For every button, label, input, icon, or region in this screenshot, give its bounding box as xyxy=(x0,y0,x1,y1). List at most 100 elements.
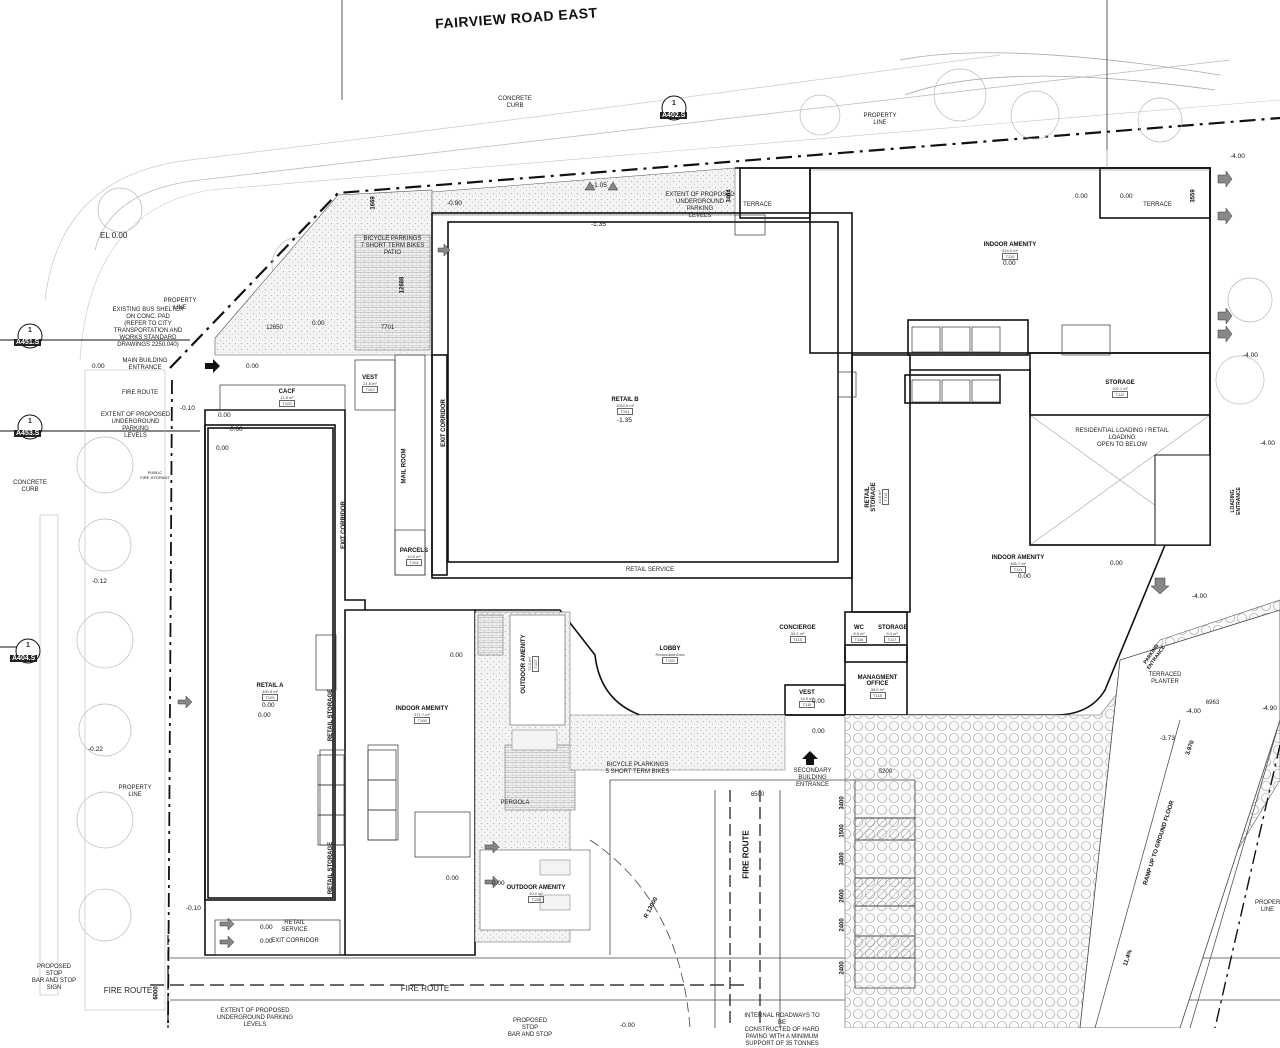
spot-elevation: -0.10 xyxy=(180,405,195,412)
room-retail-storage-v[interactable]: RETAIL STORAGE 43.6 m² T113 xyxy=(865,472,889,522)
section-tag-a453-sheet[interactable]: A453.S xyxy=(14,430,42,437)
room-parcels[interactable]: PARCELS 10.6 m² T104 xyxy=(399,548,429,566)
spot-elevation: 0.00 xyxy=(1018,573,1031,580)
note-loading-entrance: LOADING ENTRANCE xyxy=(1229,487,1242,515)
spot-elevation: 0.00 xyxy=(450,652,463,659)
section-tag-a451-sheet[interactable]: A451.S xyxy=(14,339,42,346)
dim-3400a: 3400 xyxy=(839,796,846,810)
spot-elevation: -4.00 xyxy=(1230,153,1245,160)
room-code: T118 xyxy=(869,692,886,699)
note-bus-shelter: EXISTING BUS SHELTER ON CONC. PAD (REFER… xyxy=(112,307,184,348)
room-area: 72.0 m² xyxy=(527,657,532,671)
room-area: Redundant Area xyxy=(655,652,685,657)
spot-elevation: -4.00 xyxy=(1260,440,1275,447)
room-vest-n[interactable]: VEST 21.8 m² T102 xyxy=(358,375,382,393)
dim-1500: 1500 xyxy=(839,824,846,838)
room-indoor-amenity-w[interactable]: INDOOR AMENITY 371.7 m² T106 xyxy=(392,706,452,724)
dim-1669: 1669 xyxy=(370,196,377,210)
room-retail-storage-a1[interactable]: RETAIL STORAGE xyxy=(328,688,335,742)
room-area: 456.7 m² xyxy=(1010,561,1026,566)
section-tag-a404-sheet[interactable]: A404.S xyxy=(10,655,38,662)
section-tag-a451-num: 1 xyxy=(28,327,32,334)
room-retail-b[interactable]: RETAIL B 1052.6 m² T101 xyxy=(600,397,650,415)
dim-3464: 3464 xyxy=(726,189,733,203)
note-internal-roadways: INTERNAL ROADWAYS TO BE CONSTRUCTED OF H… xyxy=(744,1013,820,1047)
note-concrete-curb-left: CONCRETE CURB xyxy=(13,480,47,493)
site-elevation: EL 0.00 xyxy=(100,231,128,240)
room-concierge[interactable]: CONCIERGE 34.2 m² T115 xyxy=(775,625,820,643)
room-code: T106 xyxy=(414,717,430,724)
room-lobby[interactable]: LOBBY Redundant Area T100 xyxy=(645,646,695,664)
note-fire-route-vertical: FIRE ROUTE xyxy=(741,830,751,879)
spot-elevation: -0.00 xyxy=(620,1022,635,1029)
room-retail-storage-a2[interactable]: RETAIL STORAGE xyxy=(328,841,335,895)
spot-elevation: 0.00 xyxy=(492,880,505,887)
room-name: INDOOR AMENITY xyxy=(395,706,449,712)
room-storage-s[interactable]: STORAGE 9.4 m² T117 xyxy=(878,625,908,643)
dim-12650: 12650 xyxy=(266,325,283,331)
spot-elevation: 0.00 xyxy=(1075,193,1088,200)
room-area: 9.4 m² xyxy=(886,631,898,636)
room-retail-a[interactable]: RETAIL A 490.8 m² T105 xyxy=(245,683,295,701)
spot-elevation: 0.00 xyxy=(260,924,273,931)
note-exit-corridor-a: EXIT CORRIDOR xyxy=(271,938,319,944)
room-code: T115 xyxy=(789,636,806,643)
spot-elevation: 0.00 xyxy=(446,875,459,882)
room-code: T112 xyxy=(1112,391,1128,398)
room-management-office[interactable]: MANAGMENT OFFICE 38.0 m² T118 xyxy=(850,675,905,699)
spot-elevation: 0.00 xyxy=(312,320,325,327)
room-code: T105 xyxy=(262,694,278,701)
dim-6000: 6000 xyxy=(153,986,160,1000)
note-property-line-right: PROPERTY LINE xyxy=(1255,900,1280,913)
spot-elevation: -0.90 xyxy=(447,200,462,207)
spot-elevation: 0.00 xyxy=(262,702,275,709)
note-underground-top: EXTENT OF PROPOSED UNDERGROUND PARKING L… xyxy=(665,192,735,219)
room-mail-room[interactable]: MAIL ROOM xyxy=(401,448,408,484)
spot-elevation: -0.10 xyxy=(186,905,201,912)
room-area: 16.5 m² xyxy=(800,696,814,701)
room-name: PARCELS xyxy=(399,548,429,554)
room-terrace-w[interactable]: TERRACE xyxy=(743,202,772,208)
spot-elevation: 0.00 xyxy=(216,445,229,452)
room-cacf[interactable]: CACF 11.8 m² T103 xyxy=(275,389,299,407)
room-indoor-amenity-ne[interactable]: INDOOR AMENITY 514.0 m² T110 xyxy=(980,242,1040,260)
room-area: 21.8 m² xyxy=(363,381,377,386)
room-outdoor-amenity-n[interactable]: OUTDOOR AMENITY 72.0 m² T107 xyxy=(521,634,539,694)
room-wc[interactable]: WC 8.6 m² T116 xyxy=(848,625,870,643)
room-name: STORAGE xyxy=(1105,380,1135,386)
room-code: T104 xyxy=(406,559,422,566)
room-outdoor-amenity-s[interactable]: OUTDOOR AMENITY 40.0 m² T108 xyxy=(506,885,566,903)
room-exit-corridor-w[interactable]: EXIT CORRIDOR xyxy=(340,501,347,549)
section-tag-a402-sheet[interactable]: A402.S xyxy=(660,112,688,119)
section-tag-a402-num: 1 xyxy=(672,100,676,107)
room-code: T102 xyxy=(362,386,378,393)
spot-elevation: 0.00 xyxy=(218,412,231,419)
spot-elevation: -4.00 xyxy=(1192,593,1207,600)
spot-elevation: -3.73 xyxy=(1160,735,1175,742)
note-fire-route-bottom-b: FIRE ROUTE xyxy=(400,984,450,993)
note-fire-route-left: FIRE ROUTE xyxy=(121,390,159,396)
room-exit-corridor-n[interactable]: EXIT CORRIDOR xyxy=(440,399,447,447)
room-vest-s[interactable]: VEST 16.5 m² T119 xyxy=(795,690,819,708)
dim-7701: 7701 xyxy=(380,325,395,331)
room-storage-n[interactable]: STORAGE 102.1 m² T112 xyxy=(1095,380,1145,398)
dim-12688: 12688 xyxy=(399,276,406,294)
room-terrace-e[interactable]: TERRACE xyxy=(1143,202,1172,208)
room-indoor-amenity-e[interactable]: INDOOR AMENITY 456.7 m² T111 xyxy=(988,555,1048,573)
dim-6500: 6500 xyxy=(750,792,765,798)
room-area: 43.6 m² xyxy=(877,490,882,504)
spot-elevation: 0.00 xyxy=(230,426,243,433)
room-area: 8.6 m² xyxy=(853,631,865,636)
spot-elevation: 0.00 xyxy=(812,728,825,735)
note-stop-bar-bottom: PROPOSED STOP BAR AND STOP xyxy=(507,1018,553,1038)
spot-elevation: 0.00 xyxy=(260,938,273,945)
spot-elevation: -4.90 xyxy=(1262,705,1277,712)
room-name: INDOOR AMENITY xyxy=(991,555,1045,561)
spot-elevation: -1.35 xyxy=(591,221,606,228)
dim-2600: 2600 xyxy=(839,889,846,903)
room-code: T110 xyxy=(1002,253,1018,260)
room-name: STORAGE xyxy=(878,625,908,631)
note-public-connection: PUBLIC FIRE HYDRANT xyxy=(140,470,170,480)
room-name: LOBBY xyxy=(659,646,681,652)
